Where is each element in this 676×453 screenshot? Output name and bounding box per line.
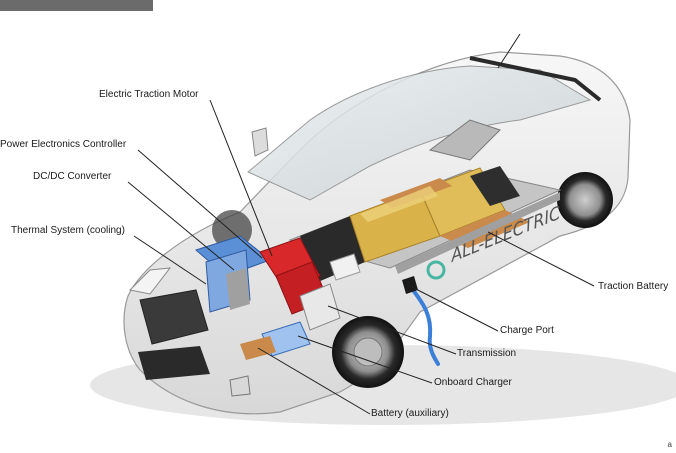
roof-line bbox=[469, 56, 602, 102]
charge-connector bbox=[402, 276, 418, 294]
side-emblem-icon bbox=[426, 260, 446, 280]
label-traction-battery: Traction Battery bbox=[598, 281, 669, 292]
label-thermal-system: Thermal System (cooling) bbox=[11, 225, 125, 236]
charge-cable bbox=[408, 284, 440, 366]
rear-suspension bbox=[428, 119, 501, 161]
header-bar bbox=[0, 0, 153, 11]
front-grille bbox=[139, 289, 209, 345]
label-electric-traction-motor: Electric Traction Motor bbox=[99, 89, 199, 100]
rear-wheel bbox=[557, 172, 613, 228]
fog-light bbox=[229, 375, 251, 397]
windshield bbox=[247, 65, 592, 201]
label-dcdc-converter: DC/DC Converter bbox=[33, 171, 112, 182]
front-wheel-hub bbox=[353, 337, 383, 367]
traction-battery-pack bbox=[288, 166, 562, 282]
front-grille-lower bbox=[138, 346, 210, 380]
label-onboard-charger: Onboard Charger bbox=[434, 377, 512, 388]
leader-lines bbox=[127, 33, 595, 415]
label-battery-auxiliary: Battery (auxiliary) bbox=[371, 408, 449, 419]
front-powertrain bbox=[194, 235, 361, 360]
corner-mark: a bbox=[667, 440, 672, 449]
side-mirror bbox=[251, 127, 269, 157]
label-transmission: Transmission bbox=[457, 348, 517, 359]
label-charge-port: Charge Port bbox=[500, 325, 554, 336]
label-power-electronics-controller: Power Electronics Controller bbox=[0, 139, 127, 150]
headlight bbox=[128, 267, 172, 295]
